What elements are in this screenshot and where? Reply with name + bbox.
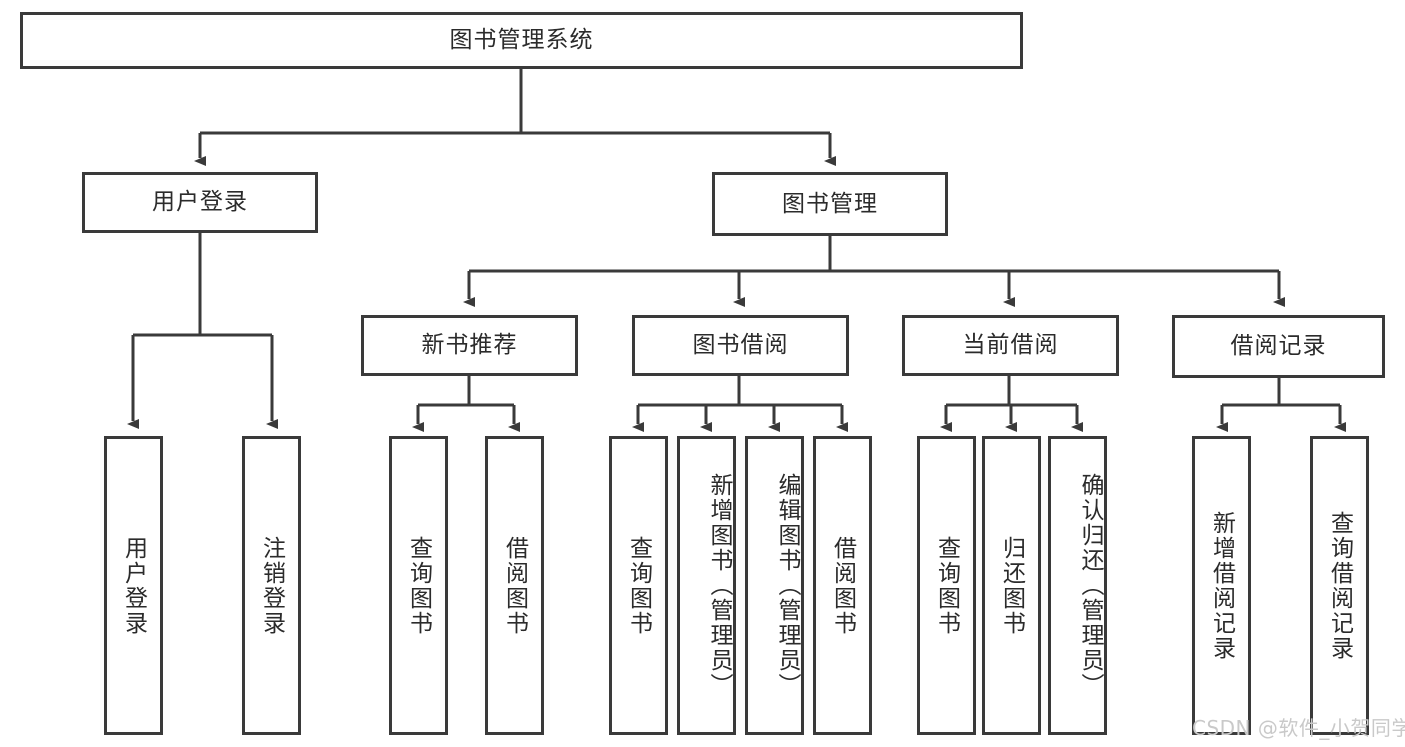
node-borrow-record-label: 借阅记录 xyxy=(1230,333,1327,360)
leaf-user-login[interactable]: 用户登录 xyxy=(104,436,163,735)
leaf-bb-edit-book[interactable]: 编辑图书（管理员） xyxy=(745,436,804,735)
node-book-manage[interactable]: 图书管理 xyxy=(712,172,948,236)
watermark-text: CSDN @软件_小贺同学 xyxy=(1192,716,1405,740)
leaf-bb-query-book-label: 查询图书 xyxy=(625,535,652,636)
node-book-borrow[interactable]: 图书借阅 xyxy=(632,315,849,376)
leaf-bb-borrow-book[interactable]: 借阅图书 xyxy=(813,436,872,735)
leaf-br-query-record-label: 查询借阅记录 xyxy=(1326,510,1353,661)
leaf-nb-query-book-label: 查询图书 xyxy=(405,535,432,636)
leaf-br-query-record[interactable]: 查询借阅记录 xyxy=(1310,436,1369,735)
leaf-bb-borrow-book-label: 借阅图书 xyxy=(829,535,856,636)
node-borrow-record[interactable]: 借阅记录 xyxy=(1172,315,1385,378)
leaf-logout[interactable]: 注销登录 xyxy=(242,436,301,735)
leaf-cb-return-book-label: 归还图书 xyxy=(998,535,1025,636)
leaf-bb-edit-book-label: 编辑图书（管理员） xyxy=(774,473,800,698)
leaf-user-login-label: 用户登录 xyxy=(120,535,147,636)
leaf-bb-add-book[interactable]: 新增图书（管理员） xyxy=(677,436,736,735)
leaf-nb-query-book[interactable]: 查询图书 xyxy=(389,436,448,735)
node-current-borrow-label: 当前借阅 xyxy=(962,332,1059,359)
node-user-login-label: 用户登录 xyxy=(152,189,248,216)
node-user-login[interactable]: 用户登录 xyxy=(82,172,318,233)
leaf-cb-query-book-label: 查询图书 xyxy=(933,535,960,636)
leaf-br-add-record[interactable]: 新增借阅记录 xyxy=(1192,436,1251,735)
node-book-borrow-label: 图书借阅 xyxy=(692,332,789,359)
node-new-book-recommend[interactable]: 新书推荐 xyxy=(361,315,578,376)
node-root[interactable]: 图书管理系统 xyxy=(20,12,1023,69)
leaf-bb-add-book-label: 新增图书（管理员） xyxy=(706,473,732,698)
leaf-cb-confirm-return-label: 确认归还（管理员） xyxy=(1077,473,1103,698)
node-root-label: 图书管理系统 xyxy=(449,27,594,54)
leaf-nb-borrow-book-label: 借阅图书 xyxy=(501,535,528,636)
leaf-nb-borrow-book[interactable]: 借阅图书 xyxy=(485,436,544,735)
node-new-book-recommend-label: 新书推荐 xyxy=(421,332,518,359)
leaf-br-add-record-label: 新增借阅记录 xyxy=(1208,510,1235,661)
node-book-manage-label: 图书管理 xyxy=(782,190,878,217)
leaf-cb-query-book[interactable]: 查询图书 xyxy=(917,436,976,735)
leaf-bb-query-book[interactable]: 查询图书 xyxy=(609,436,668,735)
node-current-borrow[interactable]: 当前借阅 xyxy=(902,315,1119,376)
leaf-cb-return-book[interactable]: 归还图书 xyxy=(982,436,1041,735)
leaf-logout-label: 注销登录 xyxy=(258,535,285,636)
leaf-cb-confirm-return[interactable]: 确认归还（管理员） xyxy=(1048,436,1107,735)
